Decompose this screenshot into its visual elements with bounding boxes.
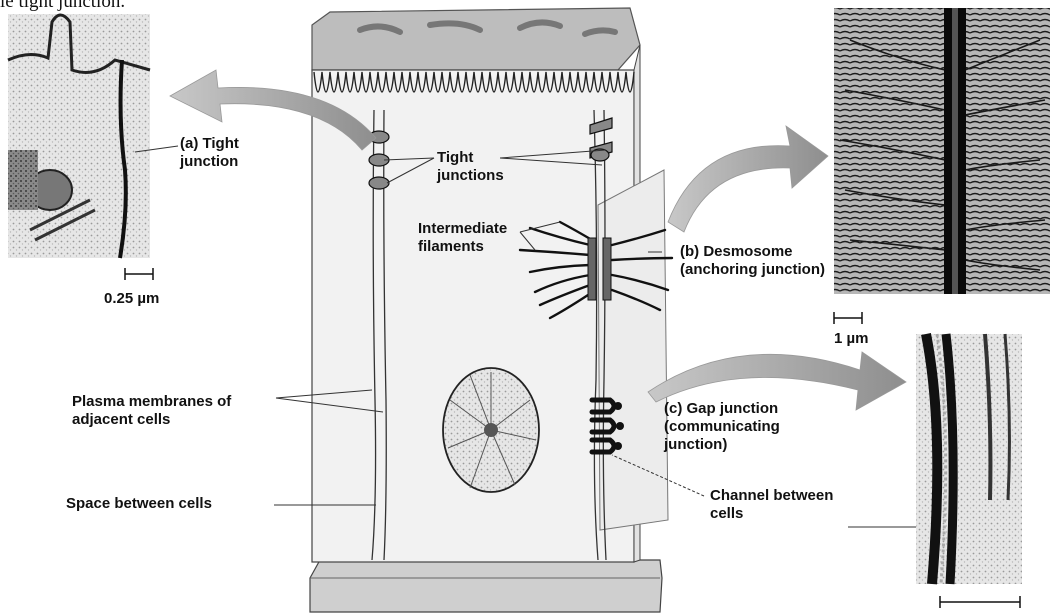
label-channel-between-cells: Channel between cells [710, 487, 850, 523]
scale-bar-desmosome [834, 312, 862, 324]
cell-block [310, 8, 672, 612]
scale-bar-gap-junction [940, 596, 1020, 608]
micrograph-desmosome [834, 8, 1050, 294]
label-space-between-cells: Space between cells [66, 495, 212, 513]
label-gap-junction: (c) Gap junction (communicating junction… [664, 400, 814, 454]
label-tight-junction-a: (a) Tight junction [180, 135, 300, 171]
label-plasma-membranes: Plasma membranes of adjacent cells [72, 393, 277, 429]
scale-bar-tight [125, 268, 153, 280]
label-desmosome: (b) Desmosome (anchoring junction) [680, 243, 825, 279]
label-tight-junctions: Tight junctions [437, 149, 537, 185]
label-intermediate-filaments: Intermediate filaments [418, 220, 518, 256]
label-scale-tight: 0.25 µm [104, 290, 159, 308]
micrograph-tight-junction [8, 14, 150, 258]
micrograph-gap-junction [916, 334, 1022, 584]
label-scale-desmosome: 1 µm [834, 330, 869, 348]
arrow-to-desmosome-micrograph [668, 126, 828, 232]
